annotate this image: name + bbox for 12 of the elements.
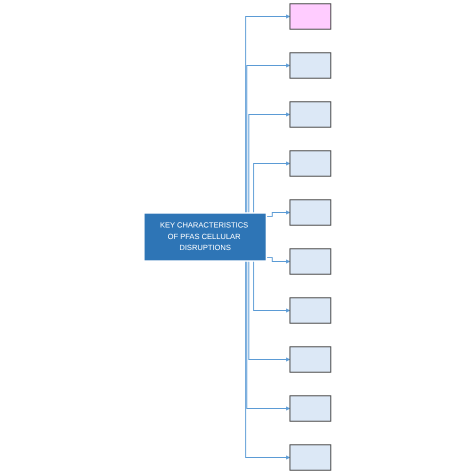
arrow xyxy=(266,257,290,264)
node-box xyxy=(289,3,331,30)
node-box xyxy=(289,199,331,226)
node-box xyxy=(289,297,331,324)
node-box xyxy=(289,150,331,177)
node-box xyxy=(289,444,331,471)
node-box xyxy=(289,52,331,79)
arrow xyxy=(266,210,290,217)
node-box xyxy=(289,101,331,128)
node-box xyxy=(289,346,331,373)
node-box xyxy=(289,248,331,275)
node-box xyxy=(289,395,331,422)
